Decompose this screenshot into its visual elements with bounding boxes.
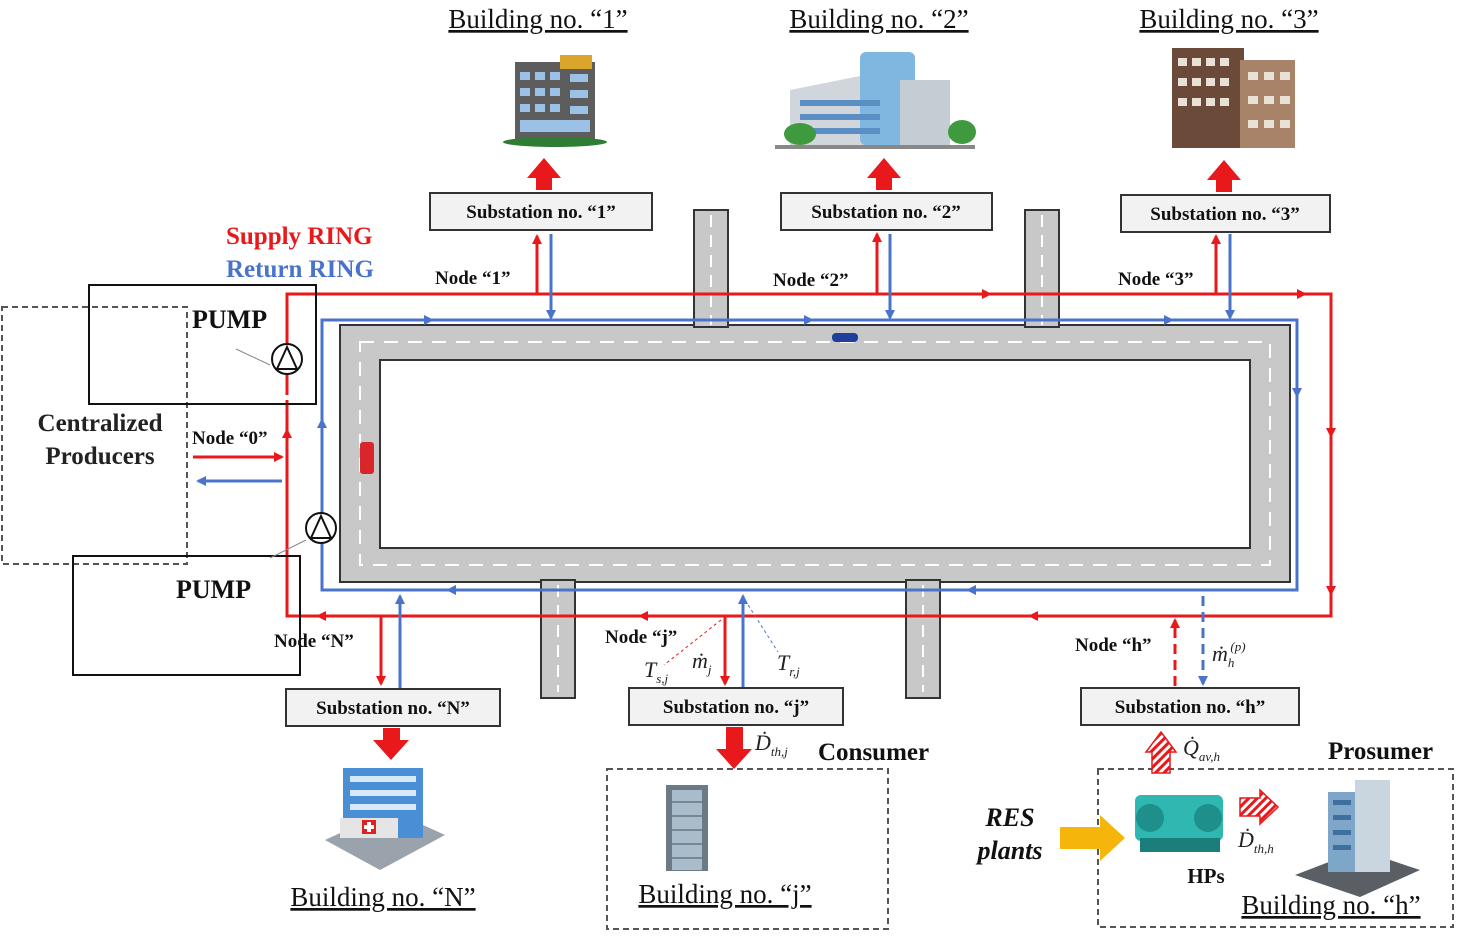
tr-leader — [744, 599, 779, 653]
hatched-arrow-right — [1239, 788, 1280, 826]
arrow-down-j — [716, 727, 752, 769]
hps-label: HPs — [1187, 864, 1224, 888]
heat-delivery-arrows — [373, 158, 1241, 769]
dh-symbol: Ḋth,h — [1237, 827, 1274, 856]
producers-box — [1, 306, 188, 565]
node-2-label: Node “2” — [773, 270, 848, 291]
building-j-icon — [666, 785, 708, 871]
res-label-2: plants — [975, 836, 1042, 865]
return-ring — [196, 234, 1302, 688]
node-n-label: Node “N” — [274, 631, 354, 652]
building-n-title: Building no. “N” — [290, 882, 475, 912]
substation-n: Substation no. “N” — [285, 688, 501, 727]
substation-j: Substation no. “j” — [628, 687, 844, 726]
building-2-icon — [775, 52, 976, 149]
substation-3: Substation no. “3” — [1120, 194, 1331, 233]
heat-pump-icon — [1135, 795, 1223, 852]
building-h-title: Building no. “h” — [1241, 890, 1420, 920]
pump-top-leader — [235, 348, 271, 366]
substation-1: Substation no. “1” — [429, 192, 653, 231]
ts-leader — [663, 619, 722, 666]
pump-top-box — [88, 284, 317, 405]
arrow-up-2 — [867, 158, 901, 190]
legend-supply: Supply RING — [226, 223, 373, 250]
car-icon — [832, 333, 858, 342]
consumer-label: Consumer — [818, 739, 929, 766]
hatched-arrow-up — [1144, 730, 1178, 774]
arrow-down-n — [373, 728, 409, 760]
pump-bottom-icon — [305, 512, 337, 544]
node-0-label: Node “0” — [192, 428, 267, 449]
prosumer-label: Prosumer — [1328, 738, 1433, 765]
node-1-label: Node “1” — [435, 268, 510, 289]
building-3-title: Building no. “3” — [1139, 4, 1318, 34]
pump-top-label: PUMP — [192, 305, 267, 334]
ts-symbol: Ts,j — [644, 657, 669, 686]
consumer-box — [606, 768, 889, 930]
legend-return: Return RING — [226, 256, 374, 283]
node-j-label: Node “j” — [605, 627, 677, 648]
mj-symbol: ṁj — [692, 648, 712, 677]
arrow-up-3 — [1207, 160, 1241, 192]
pump-bottom-box — [72, 555, 301, 676]
substation-h: Substation no. “h” — [1080, 687, 1300, 726]
res-label-1: RES — [984, 803, 1034, 832]
building-n-icon — [325, 768, 445, 870]
building-2-title: Building no. “2” — [789, 4, 968, 34]
supply-ring — [193, 232, 1336, 686]
arrow-up-1 — [527, 158, 561, 190]
dj-symbol: Ḋth,j — [754, 730, 788, 759]
res-arrow — [1060, 815, 1125, 861]
pump-bottom-leader — [269, 539, 307, 559]
bus-icon — [360, 442, 374, 474]
node-h-label: Node “h” — [1075, 635, 1152, 656]
road-ring — [339, 209, 1291, 699]
pump-bottom-label: PUMP — [176, 575, 251, 604]
producers-label-2: Producers — [45, 443, 155, 470]
substation-h-label: Substation no. “h” — [1115, 697, 1265, 718]
substation-3-label: Substation no. “3” — [1150, 204, 1299, 225]
substation-1-label: Substation no. “1” — [466, 202, 615, 223]
substation-j-label: Substation no. “j” — [663, 697, 809, 718]
qh-symbol: Q̇av,h — [1183, 735, 1220, 764]
mh-symbol: ṁh(p) — [1212, 639, 1246, 670]
prosumer-box — [1097, 768, 1454, 928]
building-3-icon — [1172, 48, 1295, 148]
substation-2-label: Substation no. “2” — [811, 202, 960, 223]
tr-symbol: Tr,j — [777, 650, 800, 679]
building-1-title: Building no. “1” — [448, 4, 627, 34]
substation-2: Substation no. “2” — [780, 192, 993, 231]
substation-n-label: Substation no. “N” — [316, 698, 470, 719]
producers-label-1: Centralized — [38, 410, 163, 437]
building-j-title: Building no. “j” — [638, 879, 811, 909]
pump-top-icon — [271, 343, 303, 375]
building-1-icon — [503, 55, 607, 147]
building-h-icon — [1295, 780, 1420, 897]
node-3-label: Node “3” — [1118, 269, 1193, 290]
